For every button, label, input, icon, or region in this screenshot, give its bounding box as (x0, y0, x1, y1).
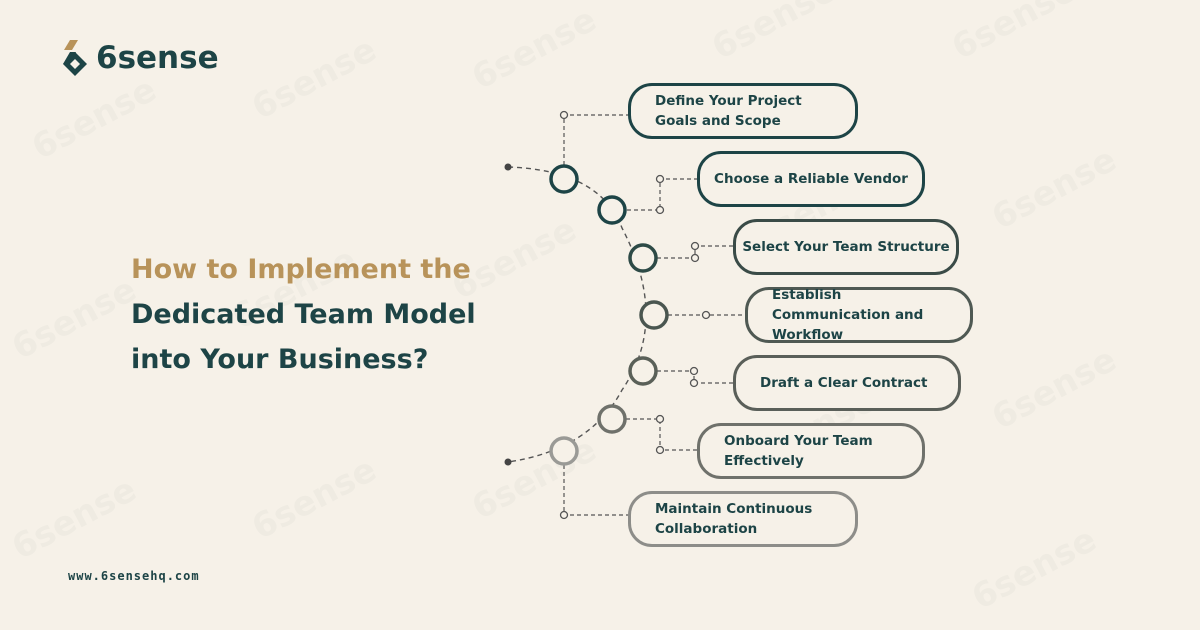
timeline-node-2 (597, 195, 627, 225)
headline: How to Implement the Dedicated Team Mode… (131, 247, 476, 382)
brand-name: 6sense (96, 40, 219, 76)
step-2-box: Choose a Reliable Vendor (697, 151, 925, 207)
arc-start-dot (504, 163, 512, 171)
step-5-label: Draft a Clear Contract (760, 375, 928, 391)
timeline-node-4 (639, 300, 669, 330)
step-1-label: Define Your Project Goals and Scope (655, 93, 802, 129)
timeline-node-1 (549, 164, 579, 194)
timeline-node-7 (549, 436, 579, 466)
step-5-box: Draft a Clear Contract (733, 355, 961, 411)
step-7-label: Maintain Continuous Collaboration (655, 501, 813, 537)
step-3-box: Select Your Team Structure (733, 219, 959, 275)
step-6-label: Onboard Your Team Effectively (724, 433, 873, 469)
timeline-node-5 (628, 356, 658, 386)
brand-logo[interactable]: 6sense (62, 40, 219, 76)
step-1-box: Define Your Project Goals and Scope (628, 83, 858, 139)
step-6-box: Onboard Your Team Effectively (697, 423, 925, 479)
step-3-label: Select Your Team Structure (742, 239, 950, 255)
step-2-label: Choose a Reliable Vendor (714, 171, 908, 187)
logo-icon (63, 40, 87, 76)
timeline-node-6 (597, 404, 627, 434)
headline-line-3: into Your Business? (131, 344, 429, 375)
headline-line-2: Dedicated Team Model (131, 299, 476, 330)
step-4-label: Establish Communication and Workflow (772, 287, 924, 343)
headline-line-1: How to Implement the (131, 254, 471, 285)
website-url[interactable]: www.6sensehq.com (68, 569, 200, 583)
arc-end-dot (504, 458, 512, 466)
step-4-box: Establish Communication and Workflow (745, 287, 973, 343)
step-7-box: Maintain Continuous Collaboration (628, 491, 858, 547)
timeline-node-3 (628, 243, 658, 273)
